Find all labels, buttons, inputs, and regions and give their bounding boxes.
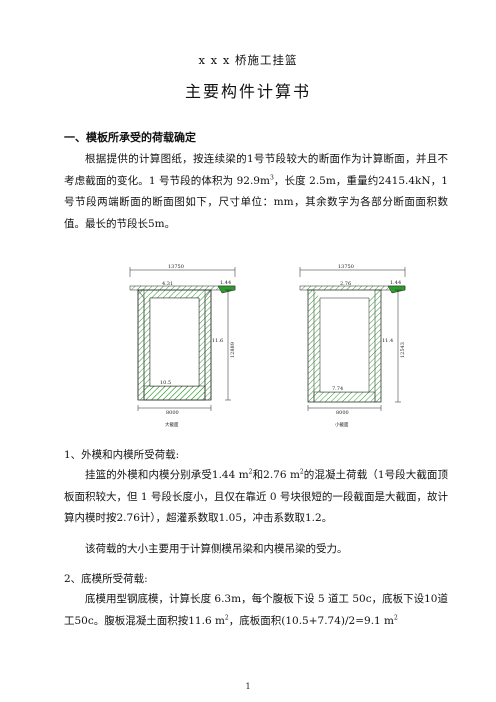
figure-caption: 大截面 — [165, 421, 179, 428]
section-heading: 一、模板所承受的荷载确定 — [64, 131, 196, 144]
large-cross-section: 13750 4.31 1.44 11.6 10.5 1 — [129, 264, 236, 428]
cross-section-figure: 13750 4.31 1.44 11.6 10.5 1 — [129, 264, 406, 428]
subsection-paragraph: 挂篮的外模和内模分别承受1.44 m2和2.76 m2的混凝土荷载（1号段大截面… — [64, 468, 448, 524]
page-number: 1 — [245, 682, 251, 691]
subsection-paragraph: 底模用型钢底模，计算长度 6.3m，每个腹板下设 5 道工 50c，底板下设10… — [64, 593, 448, 627]
top-width-label: 13750 — [338, 264, 354, 270]
bottom-width-label: 8000 — [336, 410, 349, 416]
bottom-width-label: 8000 — [166, 410, 179, 416]
area-top-label: 2.76 — [340, 281, 351, 287]
area-web-label: 11.4 — [382, 338, 393, 344]
document-title: 主要构件计算书 — [184, 82, 311, 101]
area-web-label: 11.6 — [212, 338, 223, 344]
small-cross-section: 13750 2.76 1.44 11.4 7.74 12543 8000 小截面 — [299, 264, 406, 428]
area-wing-label: 1.44 — [390, 280, 401, 286]
top-width-label: 13750 — [168, 264, 184, 270]
height-label: 12543 — [400, 342, 406, 358]
subsection-heading: 1、外模和内模所受荷载: — [64, 449, 180, 461]
area-top-label: 4.31 — [162, 281, 173, 287]
area-bottom-label: 7.74 — [332, 386, 343, 392]
project-title: x x x 桥施工挂篮 — [198, 53, 298, 67]
subsection-heading: 2、底模所受荷载: — [64, 573, 148, 585]
height-label: 12889 — [230, 342, 236, 358]
area-wing-label: 1.44 — [220, 280, 231, 286]
area-bottom-label: 10.5 — [160, 380, 171, 386]
section-paragraph: 根据提供的计算图纸，按连续梁的1号节段较大的断面作为计算断面，并且不考虑截面的变… — [64, 153, 448, 230]
subsection-paragraph: 该荷载的大小主要用于计算侧模吊梁和内模吊梁的受力。 — [85, 543, 348, 555]
figure-caption: 小截面 — [335, 421, 349, 428]
